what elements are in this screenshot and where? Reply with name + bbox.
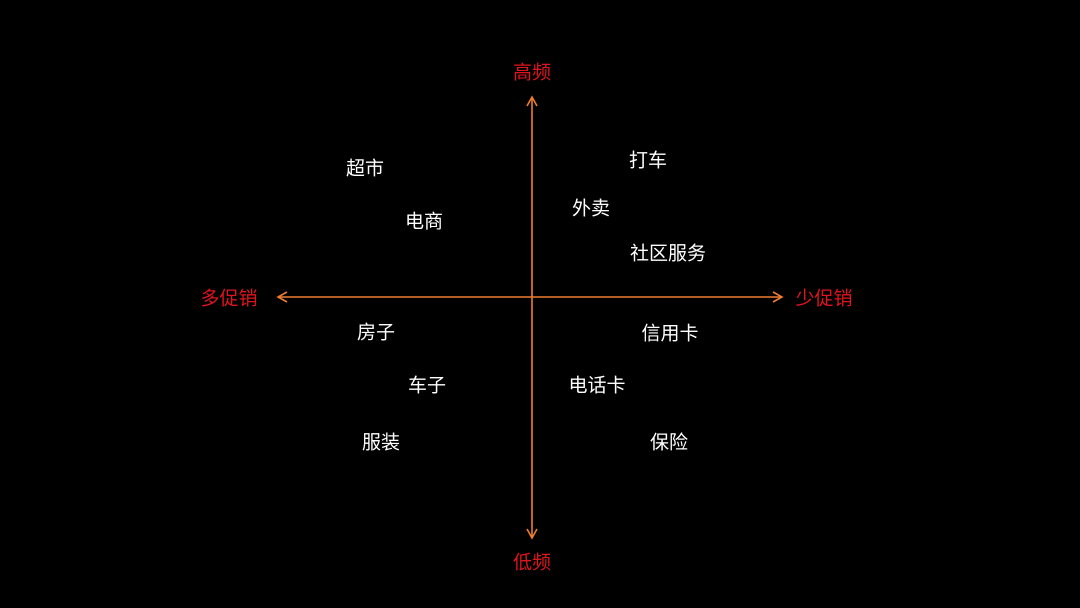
- arrow-up-icon: [526, 95, 538, 107]
- item-takeout: 外卖: [571, 197, 611, 220]
- item-supermarket: 超市: [345, 157, 385, 180]
- axis-label-more-promotion: 多促销: [200, 287, 258, 310]
- arrow-left-icon: [276, 291, 288, 303]
- item-insurance: 保险: [649, 431, 689, 454]
- item-community-service: 社区服务: [629, 242, 707, 265]
- item-car: 车子: [407, 374, 447, 397]
- axis-label-less-promotion: 少促销: [795, 287, 853, 310]
- arrow-down-icon: [526, 528, 538, 540]
- item-taxi: 打车: [628, 149, 668, 172]
- item-house: 房子: [356, 321, 396, 344]
- item-ecommerce: 电商: [404, 210, 444, 233]
- axis-label-low-frequency: 低频: [512, 551, 552, 574]
- axis-label-high-frequency: 高频: [512, 61, 552, 84]
- arrow-right-icon: [772, 291, 784, 303]
- item-phone-card: 电话卡: [568, 374, 626, 397]
- item-credit-card: 信用卡: [641, 322, 699, 345]
- item-clothing: 服装: [361, 431, 401, 454]
